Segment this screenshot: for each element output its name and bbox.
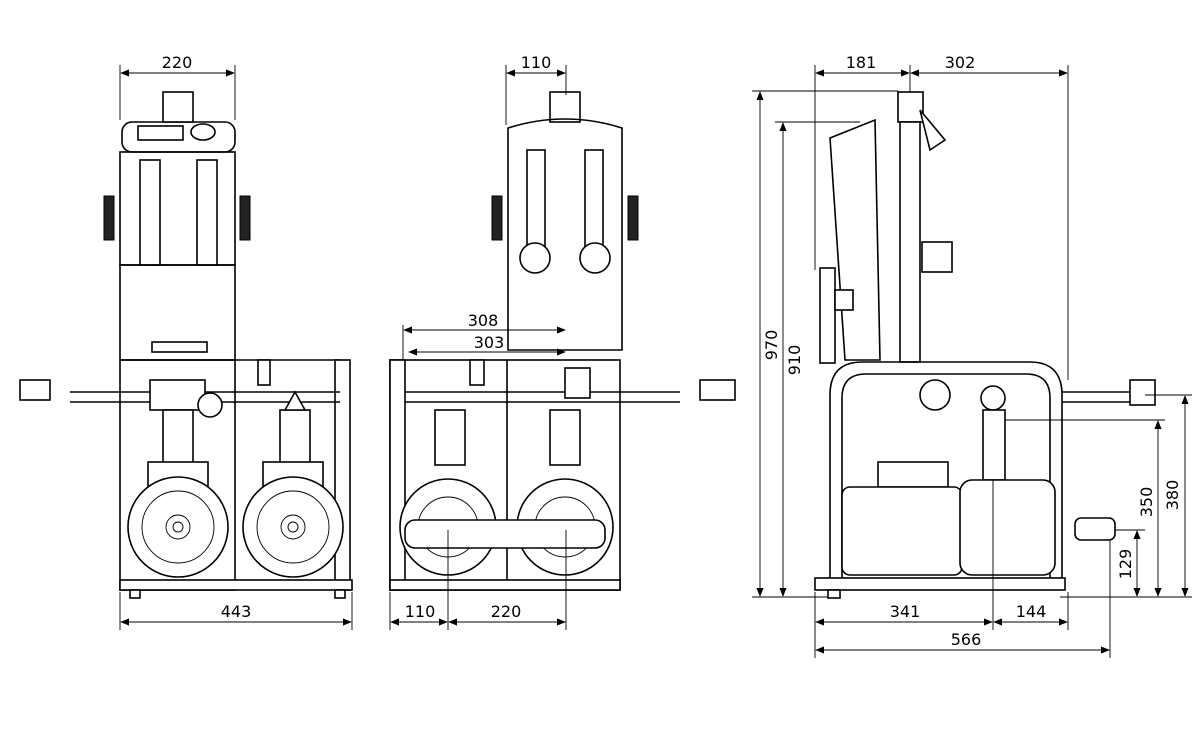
- dim-front-base: 443: [221, 602, 252, 621]
- dim-rear-308: 308: [468, 311, 499, 330]
- dim-side-181: 181: [846, 53, 877, 72]
- dim-rear-110: 110: [405, 602, 436, 621]
- dim-side-341: 341: [890, 602, 921, 621]
- pump-motor: [841, 486, 963, 576]
- dim-side-910: 910: [785, 345, 804, 376]
- control-panel: [829, 118, 881, 361]
- top-connector: [162, 91, 194, 123]
- rear-view: [389, 91, 736, 591]
- dimensions: 220 443 110 308 303 110 220 181 302 970 …: [119, 53, 1192, 658]
- dim-side-129: 129: [1116, 549, 1135, 580]
- dim-side-144: 144: [1016, 602, 1047, 621]
- pump-2-motor: [242, 476, 344, 578]
- dim-side-350: 350: [1137, 487, 1156, 518]
- dim-side-302: 302: [945, 53, 976, 72]
- pump-1-motor: [127, 476, 229, 578]
- dim-rear-303: 303: [474, 333, 505, 352]
- valve-left: [19, 379, 51, 401]
- dim-rear-top: 110: [521, 53, 552, 72]
- manifold-pipe: [404, 519, 606, 549]
- front-view: [19, 91, 353, 599]
- side-view: [814, 91, 1156, 599]
- base-frame: [119, 579, 353, 591]
- dim-rear-220: 220: [491, 602, 522, 621]
- dim-side-566: 566: [951, 630, 982, 649]
- dim-front-top: 220: [162, 53, 193, 72]
- dim-side-970: 970: [762, 330, 781, 361]
- dim-side-380: 380: [1163, 480, 1182, 511]
